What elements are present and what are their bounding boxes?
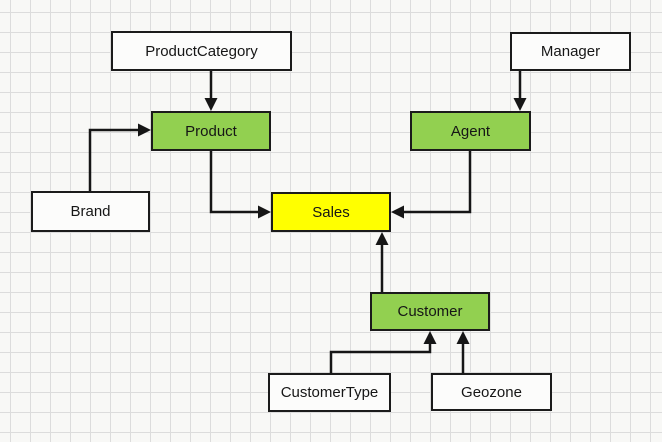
edge-agent-sales[interactable] xyxy=(391,150,472,219)
node-agent[interactable]: Agent xyxy=(410,111,531,151)
node-productcategory[interactable]: ProductCategory xyxy=(111,31,292,71)
arrowhead-up-icon xyxy=(456,331,470,344)
node-manager[interactable]: Manager xyxy=(510,32,631,71)
arrowhead-right-icon xyxy=(138,123,151,137)
node-product[interactable]: Product xyxy=(151,111,271,151)
node-sales[interactable]: Sales xyxy=(271,192,391,232)
edge-manager-agent[interactable] xyxy=(513,70,527,111)
arrowhead-left-icon xyxy=(391,205,404,219)
arrowhead-down-icon xyxy=(513,98,527,111)
edge-customer-sales[interactable] xyxy=(375,232,389,293)
arrowhead-up-icon xyxy=(423,331,437,344)
edge-brand-product[interactable] xyxy=(88,123,151,193)
node-customer[interactable]: Customer xyxy=(370,292,490,331)
edge-geozone-customer[interactable] xyxy=(456,331,470,374)
node-brand[interactable]: Brand xyxy=(31,191,150,232)
edge-customertype-customer[interactable] xyxy=(329,331,437,374)
edge-product-sales[interactable] xyxy=(209,150,271,219)
arrowhead-down-icon xyxy=(204,98,218,111)
arrowhead-up-icon xyxy=(375,232,389,245)
node-customertype[interactable]: CustomerType xyxy=(268,373,391,412)
edge-productcategory-product[interactable] xyxy=(204,70,218,111)
node-geozone[interactable]: Geozone xyxy=(431,373,552,411)
arrowhead-right-icon xyxy=(258,205,271,219)
